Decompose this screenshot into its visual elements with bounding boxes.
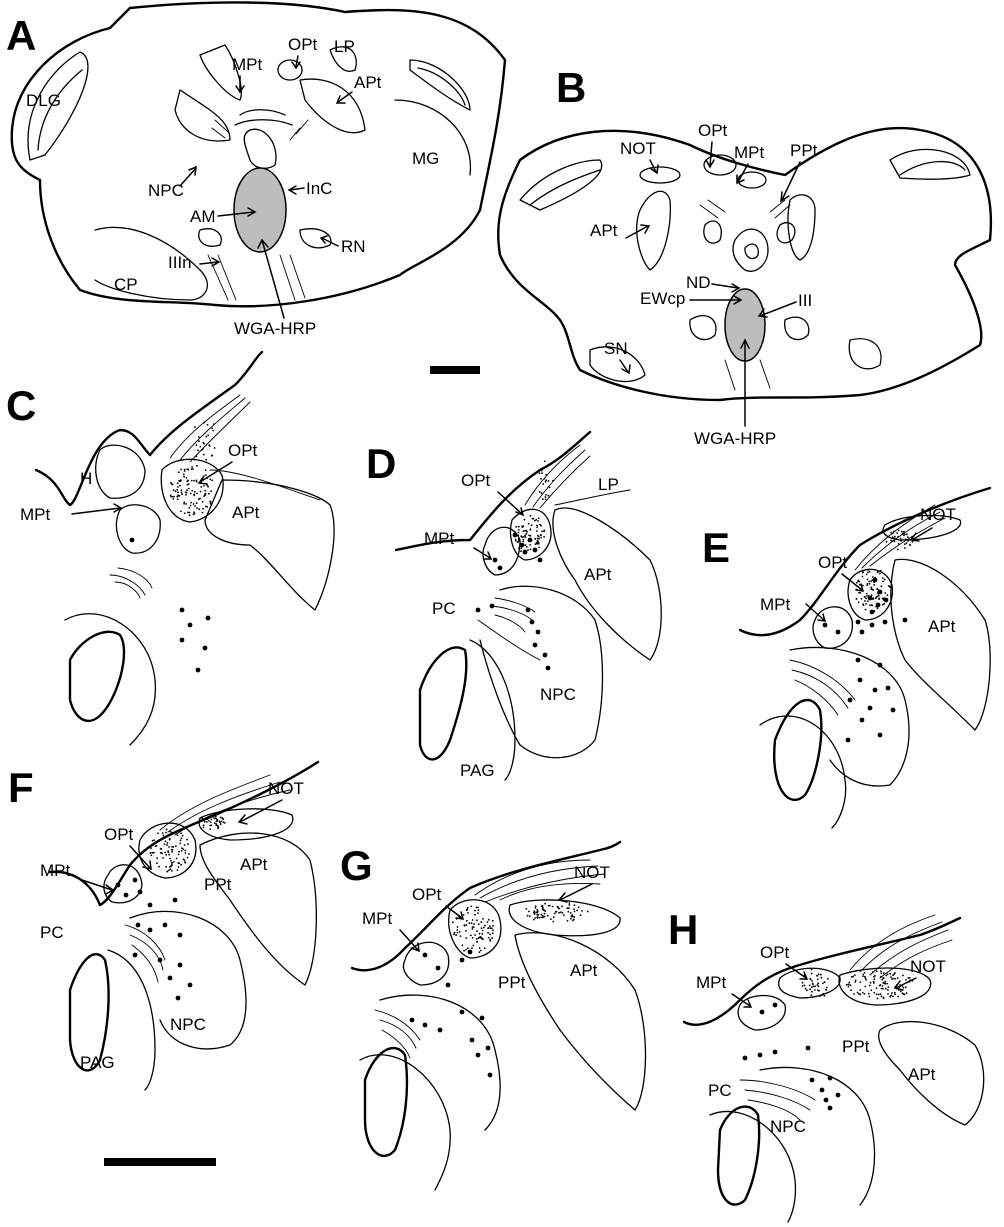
label-b-nd: ND (686, 273, 711, 292)
panel-label-b: B (556, 64, 586, 111)
label-b-ewcp: EWcp (640, 289, 685, 308)
label-d-apt: APt (584, 565, 612, 584)
scale-bar-top (430, 366, 480, 374)
label-a-npc: NPC (148, 181, 184, 200)
label-a-mg: MG (412, 149, 439, 168)
label-b-not: NOT (620, 139, 656, 158)
label-c-h: H (80, 469, 92, 488)
label-a-dlg: DLG (26, 91, 61, 110)
label-f-apt: APt (240, 855, 268, 874)
label-e-opt: OPt (818, 553, 848, 572)
label-h-ppt: PPt (842, 1037, 870, 1056)
label-h-apt: APt (908, 1065, 936, 1084)
label-a-inc: InC (306, 179, 332, 198)
label-h-opt: OPt (760, 943, 790, 962)
fine-label-f (149, 814, 226, 873)
label-c-opt: OPt (228, 441, 258, 460)
label-a-lp: LP (334, 37, 355, 56)
label-d-opt: OPt (461, 471, 491, 490)
labeled-cells-c (129, 537, 211, 673)
label-b-opt: OPt (698, 121, 728, 140)
panel-b-outline (497, 126, 992, 402)
label-e-mpt: MPt (760, 595, 791, 614)
panel-a-outline (10, 1, 507, 308)
panel-label-f: F (8, 764, 34, 811)
labeled-cells-f (115, 877, 193, 1001)
label-a-iiin: IIIn (168, 253, 192, 272)
panel-a: A OPt LP MPt APt DLG MG NPC InC AM RN II… (6, 1, 507, 338)
panel-g: G OPt NOT MPt PPt APt (340, 840, 647, 1191)
panel-d: D OPt LP MPt APt PC NPC PAG (366, 430, 662, 781)
panel-label-c: C (6, 382, 36, 429)
label-f-mpt: MPt (40, 861, 71, 880)
fine-label-d (513, 460, 554, 555)
label-b-mpt: MPt (734, 143, 765, 162)
labeled-cells-e (822, 577, 908, 743)
label-b-apt: APt (590, 221, 618, 240)
panel-label-d: D (366, 440, 396, 487)
fine-label-g (452, 902, 589, 953)
label-g-opt: OPt (412, 885, 442, 904)
label-a-mpt: MPt (232, 55, 263, 74)
label-a-rn: RN (341, 237, 366, 256)
label-h-npc: NPC (770, 1117, 806, 1136)
fine-label-c (169, 421, 216, 517)
fine-label-h (801, 968, 914, 1000)
label-h-not: NOT (910, 957, 946, 976)
label-d-npc: NPC (540, 685, 576, 704)
label-f-npc: NPC (170, 1015, 206, 1034)
labeled-cells-d (475, 532, 551, 671)
label-e-not: NOT (920, 505, 956, 524)
labeled-cells-h (742, 1002, 841, 1111)
label-d-pc: PC (432, 599, 456, 618)
label-e-apt: APt (928, 617, 956, 636)
panel-b: B OPt NOT MPt PPt APt ND EWcp III SN WGA… (497, 64, 992, 448)
panel-e: E NOT OPt MPt APt (702, 486, 992, 829)
label-g-not: NOT (574, 863, 610, 882)
panel-h: H OPt NOT MPt PPt APt PC NPC (668, 906, 985, 1223)
label-h-mpt: MPt (696, 973, 727, 992)
label-a-wga: WGA-HRP (234, 319, 316, 338)
injection-site-a (233, 167, 287, 253)
label-b-ppt: PPt (790, 141, 818, 160)
panel-f: F NOT OPt MPt PPt APt PC NPC PAG (8, 760, 320, 1091)
labeled-cells-g (409, 949, 493, 1078)
label-g-apt: APt (570, 961, 598, 980)
label-b-wga: WGA-HRP (694, 429, 776, 448)
label-a-apt: APt (354, 73, 382, 92)
label-f-opt: OPt (104, 825, 134, 844)
label-f-ppt: PPt (204, 875, 232, 894)
fine-label-e (855, 529, 914, 613)
panel-c: C OPt H MPt APt (6, 350, 335, 746)
label-a-am: AM (190, 207, 216, 226)
label-d-mpt: MPt (424, 529, 455, 548)
label-c-apt: APt (232, 503, 260, 522)
label-a-cp: CP (114, 275, 138, 294)
label-f-pc: PC (40, 923, 64, 942)
label-b-iii: III (798, 291, 812, 310)
label-f-pag: PAG (80, 1053, 115, 1072)
label-h-pc: PC (708, 1081, 732, 1100)
label-g-mpt: MPt (362, 909, 393, 928)
scale-bar-bottom (104, 1158, 216, 1166)
label-b-sn: SN (604, 339, 628, 358)
label-c-mpt: MPt (20, 505, 51, 524)
label-g-ppt: PPt (498, 973, 526, 992)
label-d-lp: LP (598, 475, 619, 494)
label-a-opt: OPt (288, 35, 318, 54)
panel-label-a: A (6, 12, 36, 59)
label-d-pag: PAG (460, 761, 495, 780)
panel-label-e: E (702, 524, 730, 571)
panel-label-h: H (668, 906, 698, 953)
label-f-not: NOT (268, 779, 304, 798)
panel-label-g: G (340, 842, 373, 889)
